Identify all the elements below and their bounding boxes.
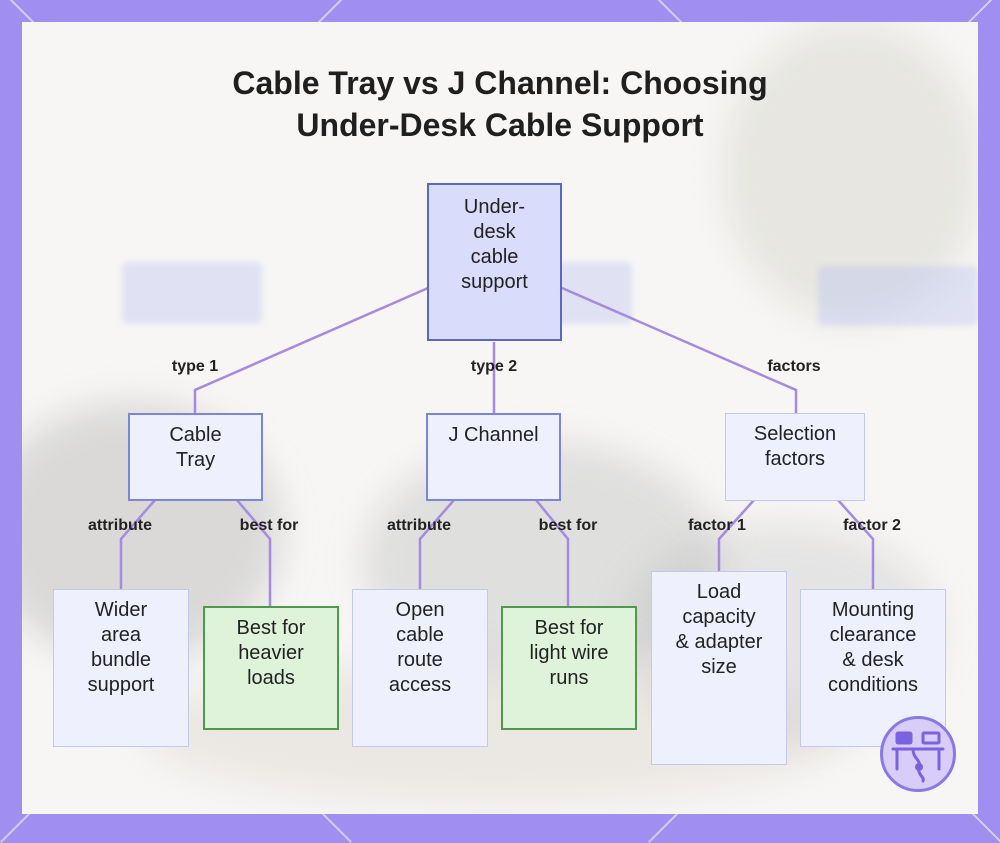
link-root-selection-factors	[561, 286, 798, 414]
title-line-2: Under-Desk Cable Support	[296, 107, 704, 143]
node-load-capacity: Load capacity & adapter size	[651, 571, 787, 765]
edge-label-j-best-for: best for	[538, 517, 598, 534]
page-title: Cable Tray vs J Channel: Choosing Under-…	[22, 62, 978, 146]
desk-cable-icon-graphic	[891, 731, 945, 783]
node-under-desk-cable-support: Under- desk cable support	[427, 183, 562, 341]
desk-cable-icon	[880, 716, 956, 792]
connector-lines	[119, 286, 875, 607]
edge-label-type-2: type 2	[470, 358, 518, 375]
edge-label-type-1: type 1	[171, 358, 219, 375]
edge-label-factors: factors	[767, 358, 821, 375]
link-factors-mounting	[837, 499, 875, 590]
node-selection-factors: Selection factors	[725, 413, 865, 501]
link-factors-load	[717, 499, 755, 572]
node-cable-tray: Cable Tray	[128, 413, 263, 501]
link-j-channel-open-route	[418, 499, 455, 590]
title-line-1: Cable Tray vs J Channel: Choosing	[232, 65, 768, 101]
link-j-channel-light-wire	[535, 499, 570, 607]
edge-label-factor-1: factor 1	[688, 517, 746, 534]
link-root-cable-tray	[193, 286, 429, 414]
node-j-channel: J Channel	[426, 413, 561, 501]
link-cable-tray-heavier	[236, 499, 272, 607]
edge-label-tray-best-for: best for	[239, 517, 299, 534]
node-heavier-loads: Best for heavier loads	[203, 606, 339, 730]
diagram-card: Cable Tray vs J Channel: Choosing Under-…	[22, 22, 978, 814]
node-open-route: Open cable route access	[352, 589, 488, 747]
node-wider-area: Wider area bundle support	[53, 589, 189, 747]
node-light-wire: Best for light wire runs	[501, 606, 637, 730]
edge-label-tray-attribute: attribute	[88, 517, 152, 534]
node-mounting: Mounting clearance & desk conditions	[800, 589, 946, 747]
link-cable-tray-wider-area	[119, 499, 156, 590]
edge-label-factor-2: factor 2	[843, 517, 901, 534]
edge-label-j-attribute: attribute	[387, 517, 451, 534]
